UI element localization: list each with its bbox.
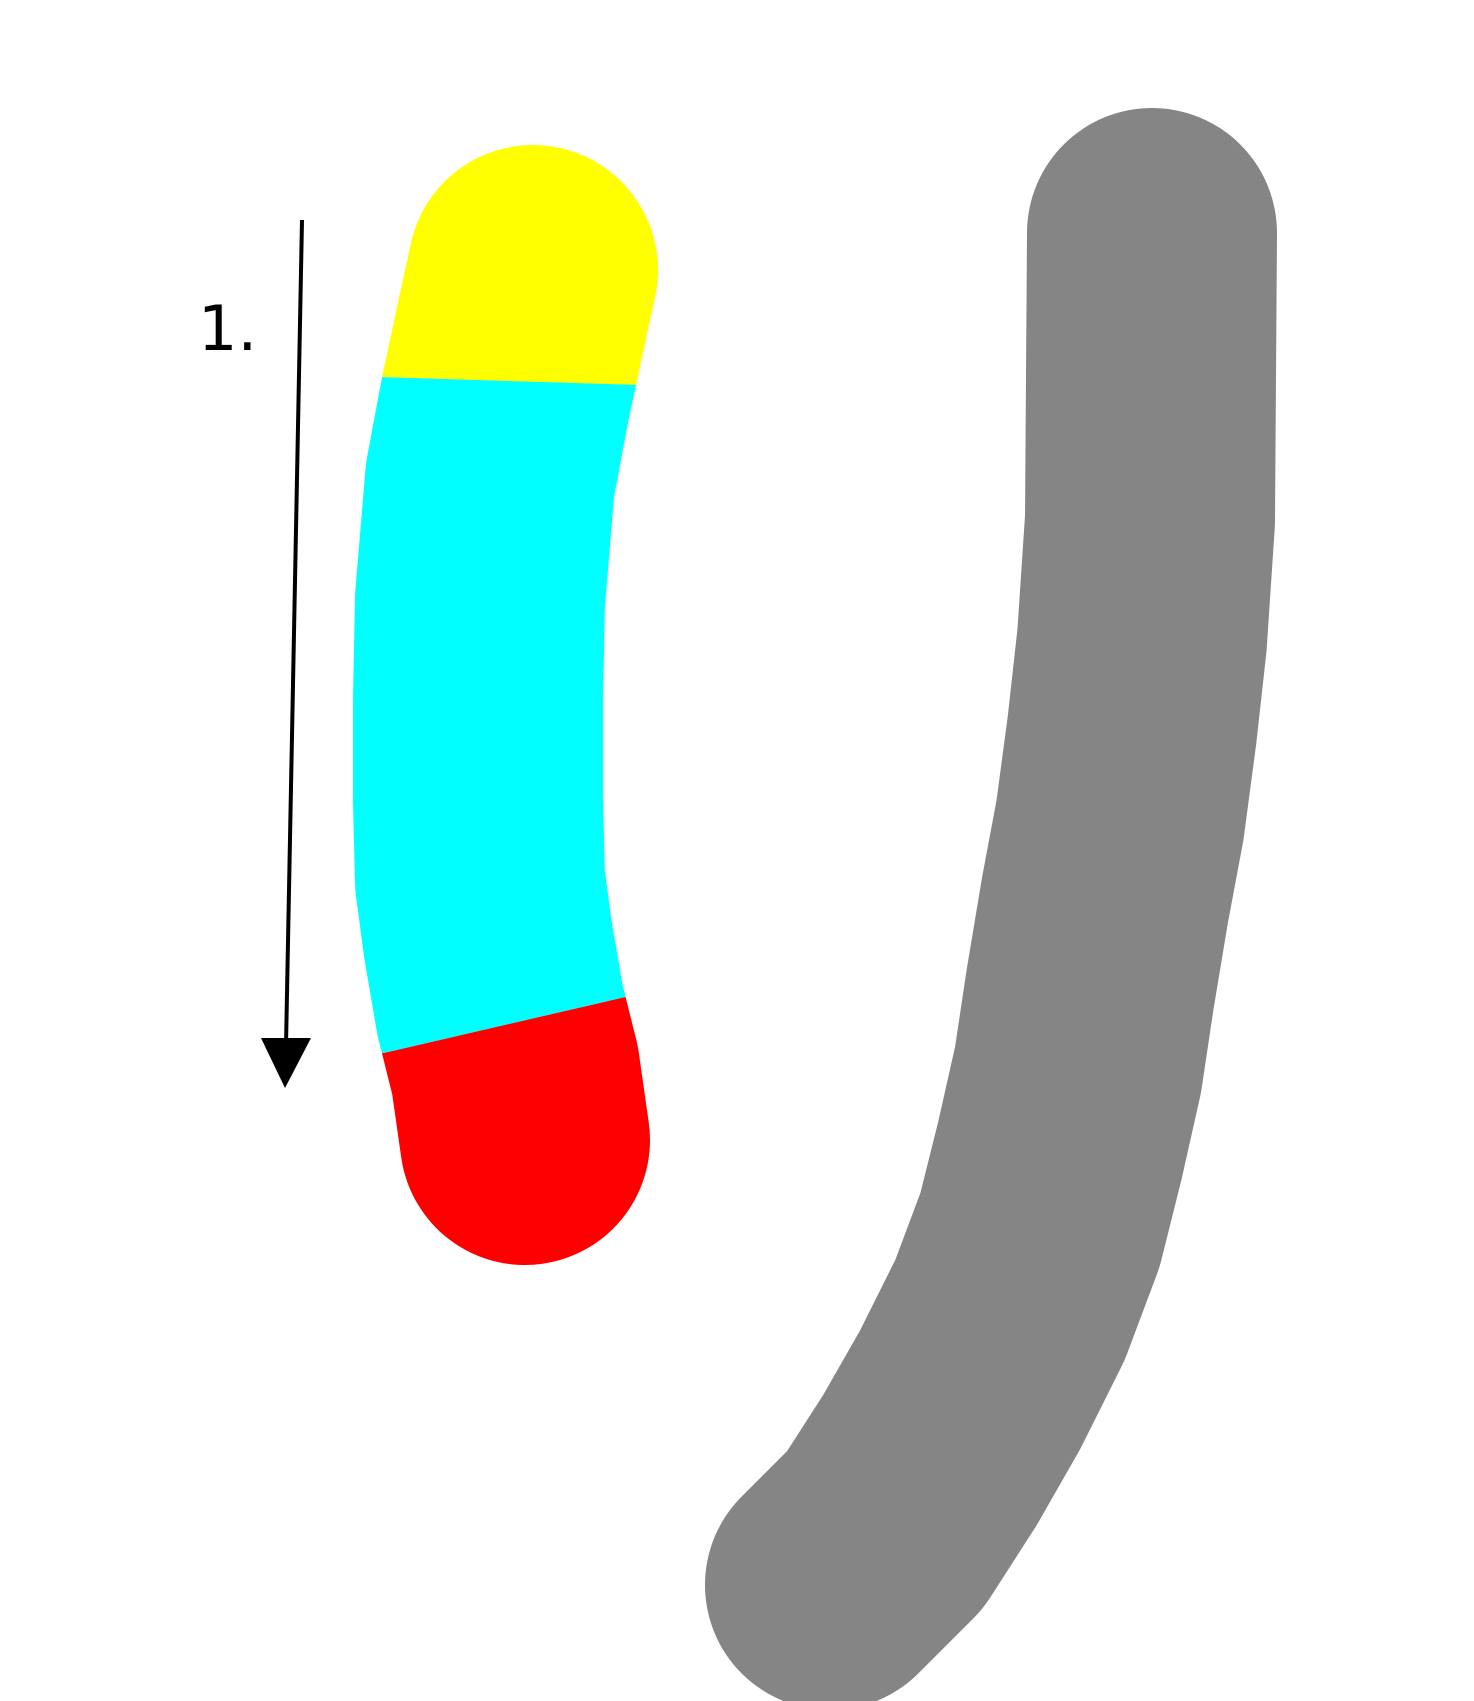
reference-stroke bbox=[705, 108, 1277, 1701]
step-label: 1. bbox=[198, 292, 258, 365]
stroke-segment-middle bbox=[353, 377, 658, 1053]
direction-arrow-head bbox=[261, 1038, 311, 1088]
direction-arrow-shaft bbox=[284, 219, 304, 1046]
